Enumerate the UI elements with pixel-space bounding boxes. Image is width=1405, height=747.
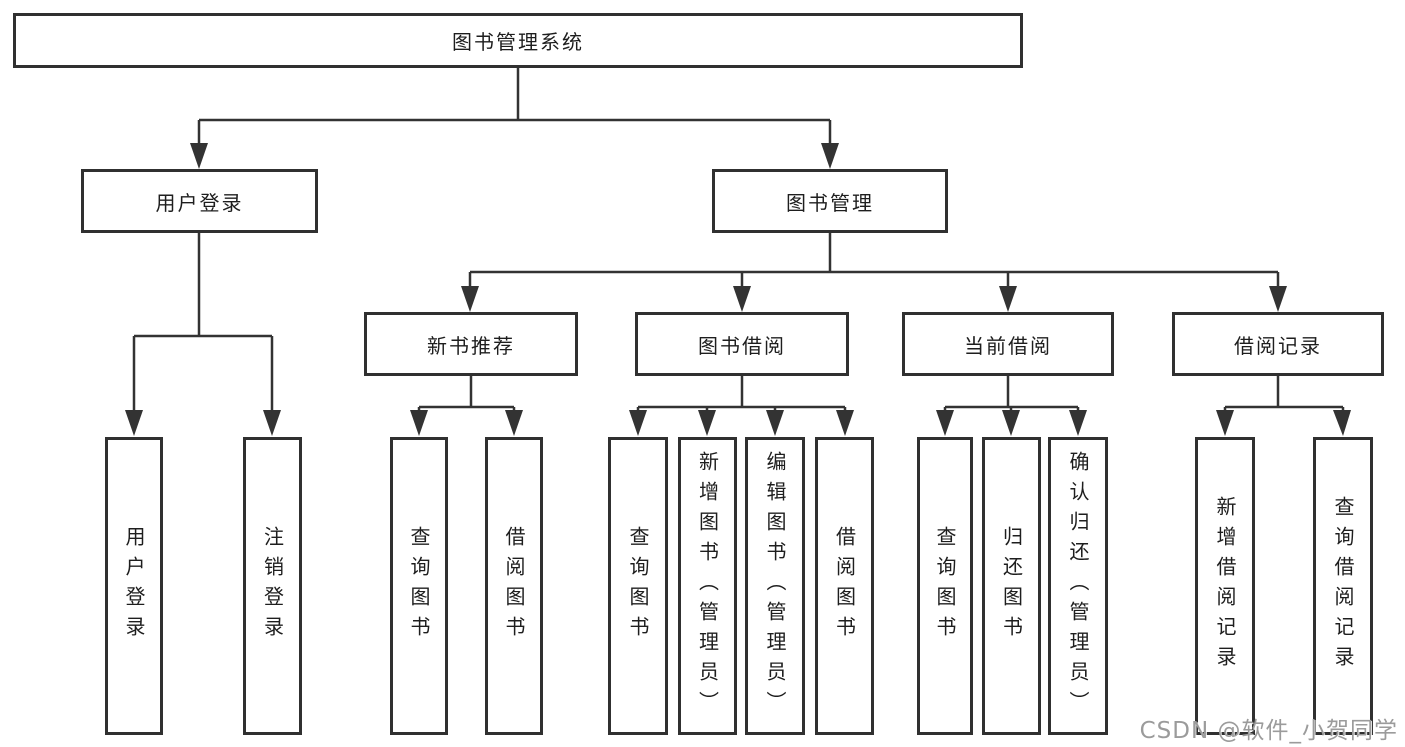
arrowhead — [263, 410, 281, 436]
leaf-query-books-recommend: 查询图书 — [390, 437, 448, 735]
node-book-management: 图书管理 — [712, 169, 948, 233]
arrowhead — [629, 410, 647, 436]
node-book-borrowing: 图书借阅 — [635, 312, 849, 376]
leaf-add-borrow-record: 新增借阅记录 — [1195, 437, 1255, 735]
leaf-edit-book-admin: 编辑图书（管理员） — [745, 437, 805, 735]
arrowhead — [999, 286, 1017, 312]
arrowhead — [1069, 410, 1087, 436]
arrowhead — [836, 410, 854, 436]
arrowhead — [125, 410, 143, 436]
arrowhead — [766, 410, 784, 436]
leaf-query-borrow-record: 查询借阅记录 — [1313, 437, 1373, 735]
node-user-login-group: 用户登录 — [81, 169, 318, 233]
arrowheads — [125, 143, 1351, 436]
arrowhead — [1002, 410, 1020, 436]
node-borrowing-records: 借阅记录 — [1172, 312, 1384, 376]
arrowhead — [461, 286, 479, 312]
node-root-system: 图书管理系统 — [13, 13, 1023, 68]
leaf-user-login: 用户登录 — [105, 437, 163, 735]
leaf-confirm-return-admin: 确认归还（管理员） — [1048, 437, 1108, 735]
arrowhead — [733, 286, 751, 312]
leaf-return-book: 归还图书 — [982, 437, 1041, 735]
arrowhead — [1333, 410, 1351, 436]
arrowhead — [190, 143, 208, 169]
arrowhead — [505, 410, 523, 436]
arrowhead — [698, 410, 716, 436]
leaf-borrow-books: 借阅图书 — [815, 437, 874, 735]
leaf-borrow-books-recommend: 借阅图书 — [485, 437, 543, 735]
node-new-book-recommend: 新书推荐 — [364, 312, 578, 376]
leaf-add-book-admin: 新增图书（管理员） — [678, 437, 737, 735]
arrowhead — [936, 410, 954, 436]
leaf-logout: 注销登录 — [243, 437, 302, 735]
arrowhead — [821, 143, 839, 169]
leaf-query-books-borrowing: 查询图书 — [608, 437, 668, 735]
arrowhead — [410, 410, 428, 436]
arrowhead — [1216, 410, 1234, 436]
node-current-borrowing: 当前借阅 — [902, 312, 1114, 376]
csdn-watermark: CSDN @软件_小贺同学 — [1139, 718, 1398, 744]
arrowhead — [1269, 286, 1287, 312]
leaf-query-books-current: 查询图书 — [917, 437, 973, 735]
